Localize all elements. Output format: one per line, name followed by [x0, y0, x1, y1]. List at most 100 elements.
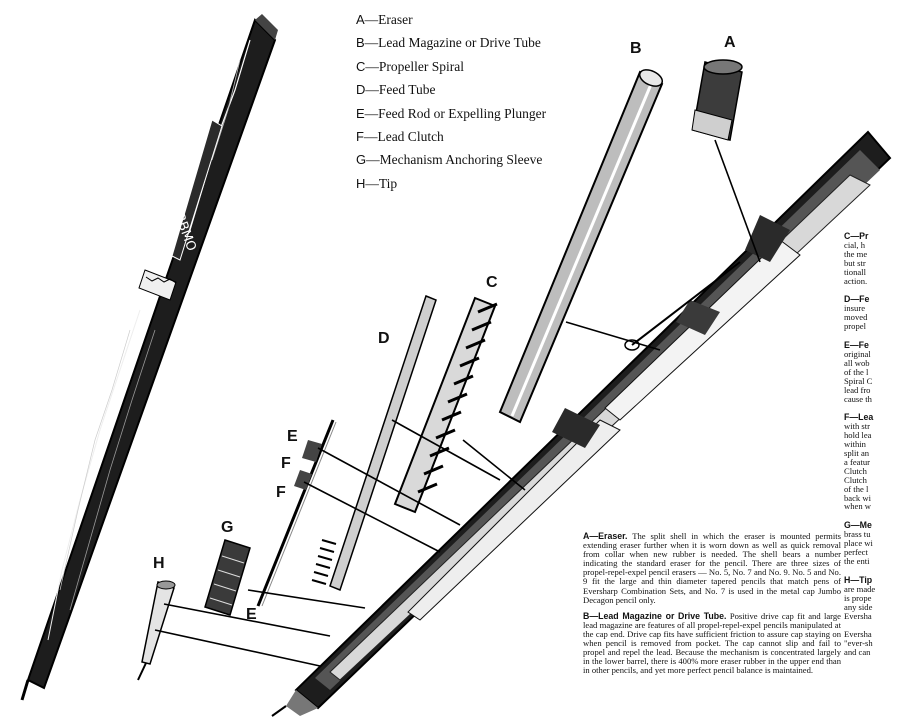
legend-item-c: C—Propeller Spiral [356, 55, 546, 78]
part-descriptions: A—Eraser. The split shell in which the e… [583, 531, 841, 682]
side-block-line: place wi [844, 538, 873, 549]
side-block-heading: G—Me [844, 520, 872, 531]
cutaway-pencil [271, 130, 892, 717]
side-block-line: perfect [844, 547, 868, 558]
label-g: G [221, 519, 234, 536]
description-b-body: Positive drive cap fit and large lead ma… [583, 610, 841, 676]
label-h: H [153, 555, 165, 572]
legend-key: B [356, 35, 365, 51]
legend-text: —Propeller Spiral [365, 58, 464, 74]
side-block-line: the enti [844, 556, 870, 566]
legend-item-a: A—Eraser [356, 8, 546, 31]
side-block-heading: C—Pr [844, 232, 869, 241]
legend-text: —Feed Rod or Expelling Plunger [364, 105, 547, 121]
side-block-line: propel [844, 321, 866, 332]
label-e-upper: E [287, 428, 298, 445]
leader-lines [154, 139, 761, 667]
side-block-line: Eversha [844, 629, 872, 640]
description-b: B—Lead Magazine or Drive Tube. Positive … [583, 610, 841, 676]
side-block-line: "ever-sh [844, 638, 873, 649]
legend-key: G [356, 152, 367, 168]
side-block-line: are made [844, 583, 876, 594]
side-block-line: any side [844, 601, 873, 612]
side-block-line: of the l [844, 366, 869, 377]
legend-item-d: D—Feed Tube [356, 78, 546, 101]
legend-text: —Lead Clutch [363, 129, 444, 145]
side-block-line: a featur [844, 456, 870, 467]
side-block-line: action. [844, 275, 868, 286]
legend-key: C [356, 58, 366, 74]
label-b: B [630, 40, 642, 57]
legend-item-g: G—Mechanism Anchoring Sleeve [356, 148, 546, 171]
side-block-line: when w [844, 501, 871, 512]
legend-item-e: E—Feed Rod or Expelling Plunger [356, 102, 546, 125]
part-d-feed-tube [311, 295, 437, 591]
side-block-heading: D—Fe [844, 294, 870, 305]
side-block-line: but str [844, 257, 866, 268]
part-h-tip [137, 580, 176, 681]
side-block-heading: E—Fe [844, 340, 869, 351]
part-a-eraser [691, 59, 743, 141]
label-a: A [724, 34, 736, 51]
side-block-line: cause th [844, 393, 872, 404]
description-b-heading: B—Lead Magazine or Drive Tube. [583, 610, 727, 621]
side-block-line: Clutch [844, 465, 867, 476]
side-block-line: brass tu [844, 529, 871, 540]
side-block-line: back wi [844, 492, 871, 503]
assembled-pencil: BBMO [20, 14, 278, 701]
side-block-line: tionall [844, 266, 866, 277]
legend-item-f: F—Lead Clutch [356, 125, 546, 148]
legend-item-h: H—Tip [356, 172, 546, 195]
side-block-line: hold lea [844, 430, 872, 441]
legend-key: H [356, 175, 366, 191]
legend-text: —Mechanism Anchoring Sleeve [366, 152, 543, 168]
legend-key: F [356, 129, 364, 145]
side-block-line: moved [844, 312, 868, 323]
legend-text: —Lead Magazine or Drive Tube [364, 35, 541, 51]
side-block-line: Spiral C [844, 375, 873, 386]
legend-key: D [356, 82, 366, 98]
side-block-line: the me [844, 248, 868, 259]
label-f-upper: F [281, 455, 291, 472]
side-block-line: Eversha [844, 610, 872, 621]
side-block-heading: F—Lea [844, 412, 874, 423]
part-e-feed-rod [256, 419, 337, 607]
part-c-propeller-spiral [393, 296, 498, 514]
legend-text: —Tip [365, 175, 398, 191]
side-block-line: with str [844, 421, 871, 432]
side-block-line: insure [844, 303, 866, 314]
side-block-line: is prope [844, 592, 872, 603]
legend-item-b: B—Lead Magazine or Drive Tube [356, 31, 546, 54]
label-e-lower: E [246, 606, 257, 623]
side-block-line: and can [844, 647, 871, 658]
side-block-line: cial, h [844, 239, 865, 250]
legend-key: A [356, 12, 365, 27]
description-a-body: The split shell in which the eraser is m… [583, 531, 841, 605]
side-block-line: lead fro [844, 384, 871, 395]
description-a: A—Eraser. The split shell in which the e… [583, 531, 841, 605]
description-a-heading: A—Eraser. [583, 531, 628, 541]
part-g-anchoring-sleeve [204, 539, 251, 616]
legend-text: —Feed Tube [365, 82, 436, 98]
side-block-line: Clutch [844, 474, 867, 485]
label-f-lower: F [276, 484, 286, 501]
side-block-line: original [844, 348, 871, 359]
side-block-line: all wob [844, 357, 870, 368]
legend-text: —Eraser [364, 12, 413, 27]
label-d: D [378, 330, 390, 347]
side-block-line: within [844, 439, 866, 450]
side-block-line: of the l [844, 483, 869, 494]
side-block-heading: H—Tip [844, 574, 873, 585]
legend-key: E [356, 105, 365, 121]
side-block-line: split an [844, 448, 870, 459]
